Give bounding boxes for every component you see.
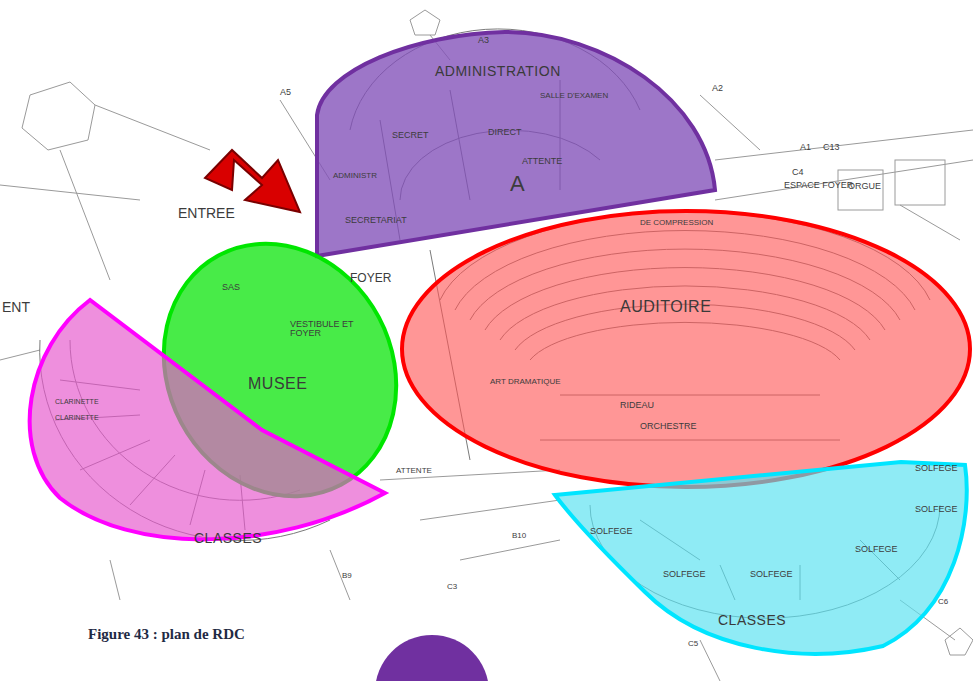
plan-label: A3 <box>478 36 489 45</box>
zone-name: MUSEE <box>248 375 307 393</box>
zone: CLASSES <box>553 460 973 658</box>
zone-name: AUDITOIRE <box>620 298 711 316</box>
plan-label: C13 <box>823 143 840 152</box>
purple-disc <box>375 635 489 681</box>
plan-label: C4 <box>792 168 804 177</box>
zone-shape <box>555 462 967 654</box>
plan-label: FOYER <box>350 272 391 285</box>
plan-label: SECRET <box>392 131 429 140</box>
zone: CLASSES <box>12 298 392 550</box>
plan-label: CLARINETTE <box>55 414 99 421</box>
plan-label: SOLFEGE <box>915 464 958 473</box>
plan-label: C6 <box>938 598 948 606</box>
plan-label: A <box>510 172 525 195</box>
plan-label: DIRECT <box>488 128 522 137</box>
zone-outline <box>398 208 973 490</box>
red-arrow <box>205 150 300 212</box>
plan-label: ORGUE <box>848 182 881 191</box>
plan-label: B10 <box>512 532 526 540</box>
plan-label: C3 <box>447 583 457 591</box>
plan-label: SOLFEGE <box>855 545 898 554</box>
plan-label: SOLFEGE <box>663 570 706 579</box>
plan-label: SOLFEGE <box>590 527 633 536</box>
plan-label: ESPACE FOYER <box>784 181 853 190</box>
plan-label: SECRETARIAT <box>345 216 407 225</box>
plan-label: ART DRAMATIQUE <box>490 378 561 386</box>
zone-name: CLASSES <box>718 612 786 628</box>
zone-name: ADMINISTRATION <box>435 63 561 79</box>
plan-label: C5 <box>688 640 698 648</box>
plan-label: ORCHESTRE <box>640 422 697 431</box>
plan-label: VESTIBULE ET FOYER <box>290 320 370 339</box>
figure-caption: Figure 43 : plan de RDC <box>88 626 245 643</box>
plan-label: ENTREE <box>178 206 235 221</box>
zone-outline <box>553 460 973 658</box>
plan-label: CLARINETTE <box>55 398 99 405</box>
plan-label: ADMINISTR <box>333 172 377 180</box>
zone-shape <box>30 300 385 539</box>
plan-label: DE COMPRESSION <box>640 219 713 227</box>
plan-label: A1 <box>800 143 811 152</box>
plan-label: SALLE D'EXAMEN <box>540 92 610 100</box>
plan-label: B9 <box>342 572 352 580</box>
plan-label: ATTENTE <box>396 467 432 475</box>
plan-label: RIDEAU <box>620 401 654 410</box>
plan-label: A5 <box>280 88 291 97</box>
plan-label: A2 <box>712 84 723 93</box>
plan-label: ATTENTE <box>522 157 562 166</box>
zone-name: CLASSES <box>194 530 262 546</box>
zone-shape <box>402 211 970 487</box>
zone-shape <box>317 32 715 256</box>
plan-label: SAS <box>222 283 240 292</box>
zone-outline <box>12 298 392 550</box>
plan-label: SOLFEGE <box>750 570 793 579</box>
plan-label: SOLFEGE <box>915 505 958 514</box>
zone: AUDITOIRE <box>398 208 973 490</box>
plan-label: ENT <box>2 300 30 315</box>
